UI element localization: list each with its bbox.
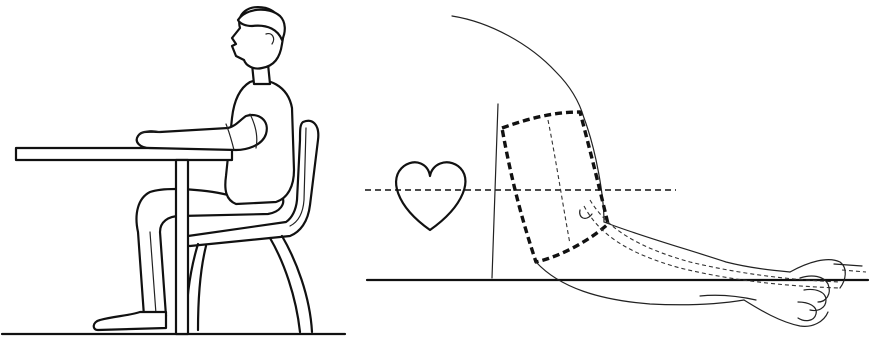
tubing [580,200,840,288]
hand [744,260,866,327]
heart-icon [396,162,465,230]
panel-seated-posture [2,7,345,334]
head [232,7,285,84]
cuff-inner-edge [548,120,570,244]
body-outline [492,104,498,278]
legs [137,189,284,316]
shoe [94,312,166,330]
arm-with-cuff [137,114,267,150]
panel-cuff-at-heart-level [365,16,868,326]
cuff [502,112,608,262]
